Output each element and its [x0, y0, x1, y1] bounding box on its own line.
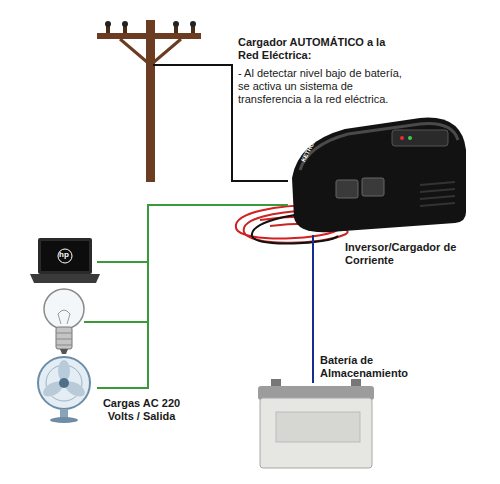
- battery-sticker: [276, 412, 360, 442]
- insulator-cap: [105, 21, 111, 27]
- load-wire: [97, 205, 288, 388]
- logo-ring: [58, 249, 72, 263]
- grid-wire: [153, 64, 205, 66]
- load-wire: [84, 321, 148, 323]
- ac-loads: Cargas AC 220 Volts / Salida: [28, 232, 97, 422]
- fan-stand: [60, 409, 68, 418]
- laptop-screen: [41, 241, 89, 271]
- device-label: Cargas AC 220 Volts / Salida: [94, 397, 189, 423]
- note-body: - Al detectar nivel bajo de batería, se …: [238, 67, 410, 106]
- storage-battery: Batería de Almacenamiento: [250, 383, 378, 473]
- load-wire: [97, 261, 148, 263]
- ac-outlet: [336, 180, 358, 198]
- bulb-base: [56, 327, 72, 349]
- device-label: Inversor/Cargador de Corriente: [345, 241, 475, 267]
- pole-crossbar: [97, 33, 201, 39]
- logo-text: hp: [59, 250, 69, 259]
- inverter-vent: [420, 182, 455, 206]
- note-heading: Cargador AUTOMÁTICO a la Red Eléctrica:: [238, 36, 398, 62]
- fan-base: [50, 417, 78, 423]
- inverter-highlight: [300, 124, 458, 170]
- bulb-glass: [44, 289, 84, 329]
- status-led: [408, 136, 412, 140]
- fan-guard: [38, 357, 90, 409]
- bulb-filament: [58, 310, 70, 324]
- device-label: Batería de Almacenamiento: [320, 354, 420, 380]
- pole-brace: [120, 39, 181, 62]
- pole-post: [146, 20, 155, 182]
- insulator-cap: [173, 21, 179, 27]
- laptop-base: [30, 274, 100, 283]
- utility-pole: Cargador AUTOMÁTICO a la Red Eléctrica:-…: [95, 15, 205, 185]
- insulator-cap: [190, 21, 196, 27]
- bulb-thread: [56, 333, 72, 345]
- battery-wire: [312, 235, 314, 383]
- inverter-display: [392, 130, 448, 146]
- laptop-lid: [38, 238, 92, 274]
- ac-outlet: [362, 178, 384, 196]
- battery-case: [260, 398, 372, 468]
- status-led: [400, 136, 404, 140]
- inverter-body: [292, 118, 466, 233]
- bulb-tip: [60, 349, 68, 354]
- fan-hub: [59, 378, 69, 388]
- insulator-cap: [122, 21, 128, 27]
